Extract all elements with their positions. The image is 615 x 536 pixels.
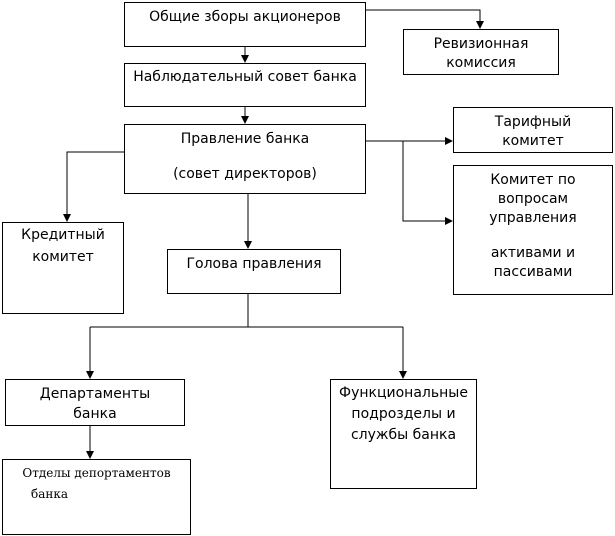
node-departments-line1: Департаменты — [39, 386, 151, 402]
node-management-board: Правление банка (совет директоров) — [124, 124, 366, 194]
arrow-shareholders-to-audit — [366, 9, 484, 29]
node-functional-line3: службы банка — [350, 427, 457, 443]
node-functional-line1: Функциональные — [339, 385, 468, 401]
node-audit-line2: комиссия — [446, 55, 516, 71]
arrow-board-to-credit — [63, 151, 124, 222]
node-departments-line2: банка — [73, 406, 117, 422]
node-chairman-label: Голова правления — [186, 256, 322, 272]
node-alco-committee: Комитет по вопросам управления активами … — [453, 165, 613, 295]
node-alco-line4: активами и — [490, 245, 576, 261]
node-credit-line1: Кредитный — [21, 227, 105, 243]
node-tariff-line1: Тарифный — [494, 114, 572, 130]
node-chairman: Голова правления — [167, 249, 341, 294]
node-alco-line1: Комитет по — [490, 172, 576, 188]
node-credit-line2: комитет — [32, 249, 94, 265]
node-board-line2: (совет директоров) — [173, 166, 317, 182]
arrow-board-to-alco — [402, 141, 453, 225]
node-dept-units-line1: Отделы депортаментов — [22, 466, 171, 480]
node-functional-units: Функциональные подрозделы и службы банка — [330, 379, 477, 489]
node-credit-committee: Кредитный комитет — [2, 222, 124, 314]
node-supervisory-label: Наблюдательный совет банка — [133, 69, 357, 85]
node-audit-line1: Ревизионная — [433, 36, 529, 52]
node-dept-units-line2: банка — [31, 487, 69, 501]
node-alco-line2: вопросам — [497, 191, 569, 207]
node-audit-commission: Ревизионная комиссия — [403, 29, 559, 75]
node-departments: Департаменты банка — [5, 379, 185, 426]
node-functional-line2: подрозделы и — [351, 406, 456, 422]
node-alco-line5: пассивами — [493, 264, 573, 280]
node-shareholders-label: Общие зборы акционеров — [149, 9, 341, 25]
node-alco-line3: управления — [489, 210, 577, 226]
node-board-line1: Правление банка — [180, 131, 310, 147]
node-tariff-line2: комитет — [502, 133, 564, 149]
node-shareholders: Общие зборы акционеров — [124, 2, 366, 47]
node-supervisory-board: Наблюдательный совет банка — [124, 63, 366, 107]
node-department-units: Отделы депортаментов банка — [2, 459, 191, 535]
node-tariff-committee: Тарифный комитет — [453, 107, 613, 153]
